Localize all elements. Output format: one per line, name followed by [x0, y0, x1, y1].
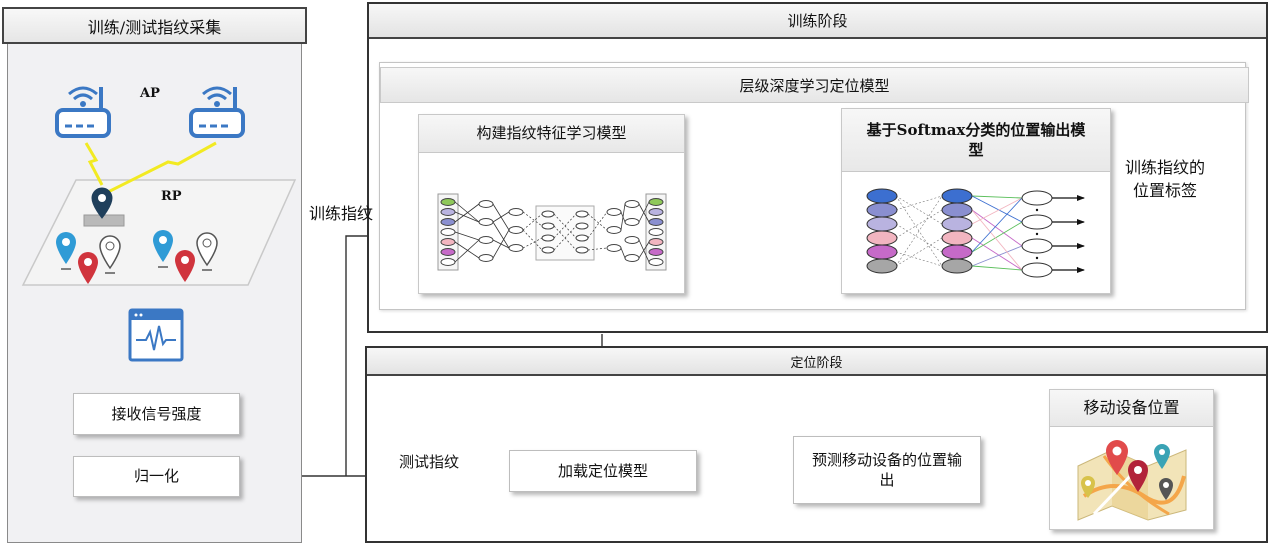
autoencoder-network-icon [437, 193, 667, 271]
wifi-router-icon [189, 86, 245, 138]
training-stage-title-text: 训练阶段 [787, 12, 848, 30]
location-pin-icon [153, 230, 173, 268]
feature-model-title: 构建指纹特征学习模型 [418, 114, 685, 153]
location-pin-icon [56, 232, 76, 270]
location-pin-icon [1159, 478, 1173, 500]
rp-label: RP [161, 189, 182, 204]
signal-bolt [107, 141, 217, 194]
rp-floor-scene [21, 141, 297, 286]
softmax-model-title: 基于Softmax分类的位置输出模型 [841, 108, 1111, 172]
signal-monitor-icon [128, 308, 184, 362]
predict-box: 预测移动设备的位置输出 [793, 436, 981, 504]
load-model-box: 加载定位模型 [509, 450, 697, 492]
location-pin-icon [91, 187, 113, 219]
predict-label: 预测移动设备的位置输出 [811, 450, 962, 489]
location-pin-icon [196, 232, 218, 271]
receive-signal-label: 接收信号强度 [111, 404, 202, 423]
training-labels-text: 训练指纹的位置标签 [1124, 157, 1206, 202]
normalize-box: 归一化 [73, 456, 240, 497]
training-stage-title: 训练阶段 [369, 4, 1266, 39]
softmax-network-icon [866, 188, 1085, 278]
location-pin-icon [1106, 440, 1128, 475]
normalize-label: 归一化 [133, 467, 179, 486]
positioning-stage-title: 定位阶段 [367, 348, 1266, 376]
test-fingerprint-label: 测试指纹 [399, 453, 460, 471]
softmax-model-label: 基于Softmax分类的位置输出模型 [866, 120, 1086, 159]
result-title: 移动设备位置 [1049, 389, 1214, 427]
training-fingerprint-label: 训练指纹 [309, 204, 374, 223]
model-panel-title-text: 层级深度学习定位模型 [739, 76, 890, 95]
map-icon [1077, 440, 1187, 521]
training-labels-label: 训练指纹的位置标签 [1124, 158, 1205, 200]
location-pin-icon [1128, 460, 1148, 492]
location-pin-icon [78, 252, 98, 284]
location-pin-icon [99, 235, 121, 274]
location-pin-icon [175, 250, 195, 282]
load-model-label: 加载定位模型 [557, 461, 648, 480]
collection-title-text: 训练/测试指纹采集 [87, 17, 222, 37]
result-label: 移动设备位置 [1083, 398, 1180, 418]
signal-bolt [84, 142, 104, 186]
wifi-router-icon [55, 86, 111, 138]
feature-model-label: 构建指纹特征学习模型 [476, 124, 627, 143]
model-panel-title: 层级深度学习定位模型 [380, 67, 1249, 103]
ap-label: AP [140, 86, 160, 101]
receive-signal-box: 接收信号强度 [73, 393, 240, 435]
collection-title: 训练/测试指纹采集 [2, 7, 307, 44]
positioning-stage-title-text: 定位阶段 [790, 355, 843, 371]
location-pin-icon [1081, 476, 1095, 498]
location-pin-icon [1154, 444, 1170, 469]
